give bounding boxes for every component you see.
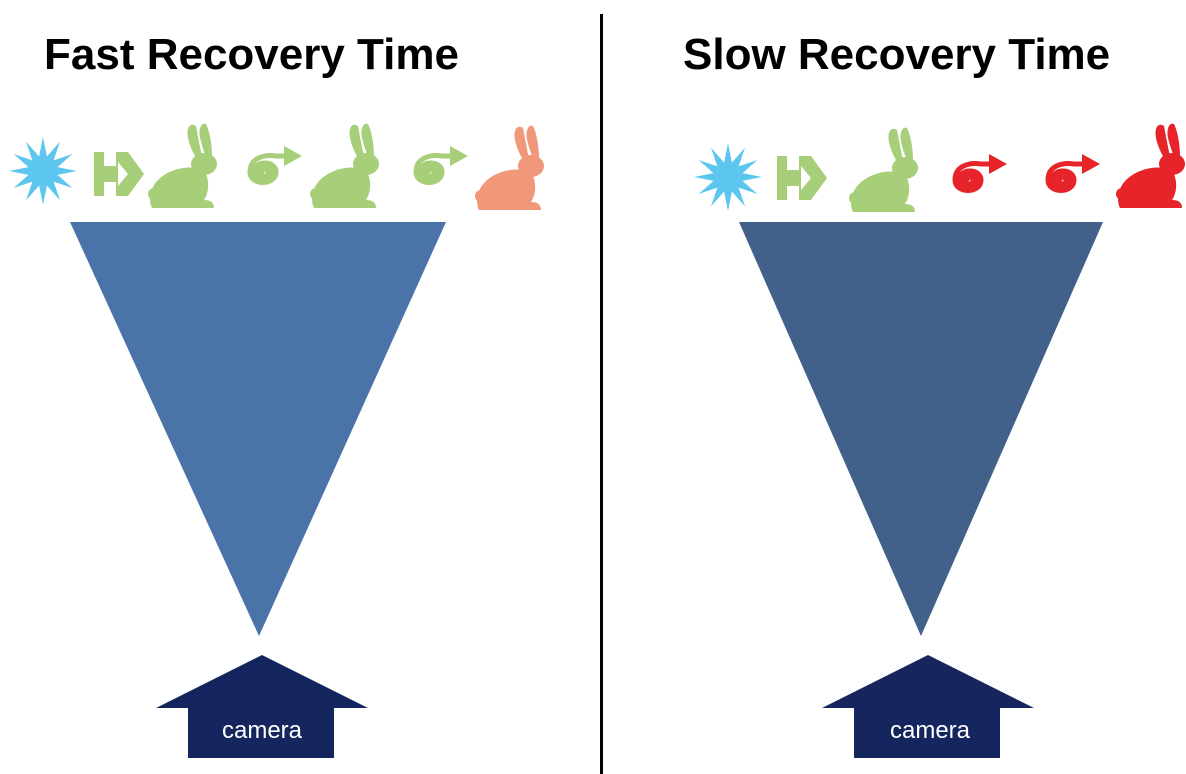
spiral-icon	[1045, 154, 1100, 193]
burst-icon	[9, 137, 77, 205]
rabbit-icon	[310, 123, 379, 208]
left-camera-shape	[156, 655, 368, 758]
left-camera-label: camera	[221, 717, 303, 744]
rabbit-icon	[1116, 123, 1185, 208]
burst-icon	[694, 143, 762, 211]
right-camera-arrow	[822, 655, 1034, 758]
left-funnel-shape	[70, 222, 446, 636]
right-view-funnel	[739, 222, 1103, 636]
left-camera-arrow	[156, 655, 368, 758]
right-camera-label: camera	[889, 717, 971, 744]
arrow-icon	[94, 152, 144, 196]
rabbit-icon	[849, 127, 918, 212]
rabbit-icon	[148, 123, 217, 208]
arrow-icon	[777, 156, 827, 200]
right-funnel-shape	[739, 222, 1103, 636]
spiral-icon	[247, 146, 302, 185]
spiral-icon	[413, 146, 468, 185]
left-view-funnel	[70, 222, 446, 636]
left-panel-title: Fast Recovery Time	[44, 30, 459, 79]
right-panel-title: Slow Recovery Time	[683, 30, 1111, 79]
right-camera-shape	[822, 655, 1034, 758]
rabbit-icon	[475, 125, 544, 210]
spiral-icon	[952, 154, 1007, 193]
panel-divider	[600, 14, 603, 774]
